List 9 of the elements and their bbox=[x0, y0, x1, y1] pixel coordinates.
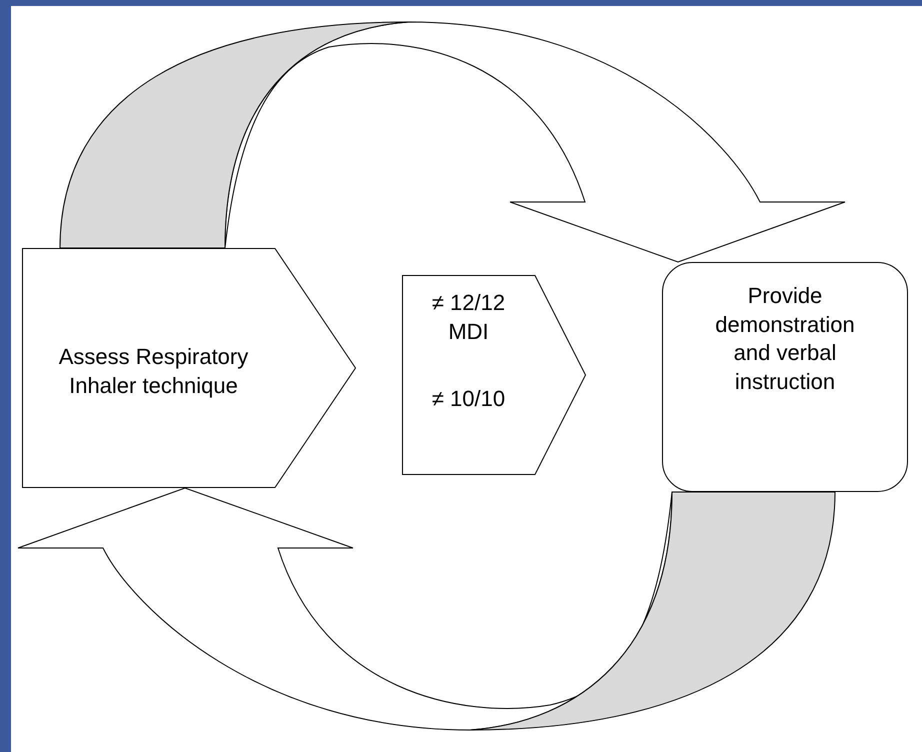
node-text: ≠ 12/12 MDI bbox=[430, 289, 506, 346]
node-text: ≠ 10/10 bbox=[430, 385, 506, 413]
curved-arrow bbox=[18, 488, 836, 730]
rounded-box bbox=[662, 262, 908, 492]
pentagon-box bbox=[402, 275, 586, 475]
node-text: Assess Respiratory Inhaler technique bbox=[58, 343, 250, 400]
pentagon-box bbox=[22, 248, 356, 488]
node-text: Provide demonstration and verbal instruction bbox=[714, 282, 856, 396]
curved-arrow bbox=[60, 22, 846, 262]
